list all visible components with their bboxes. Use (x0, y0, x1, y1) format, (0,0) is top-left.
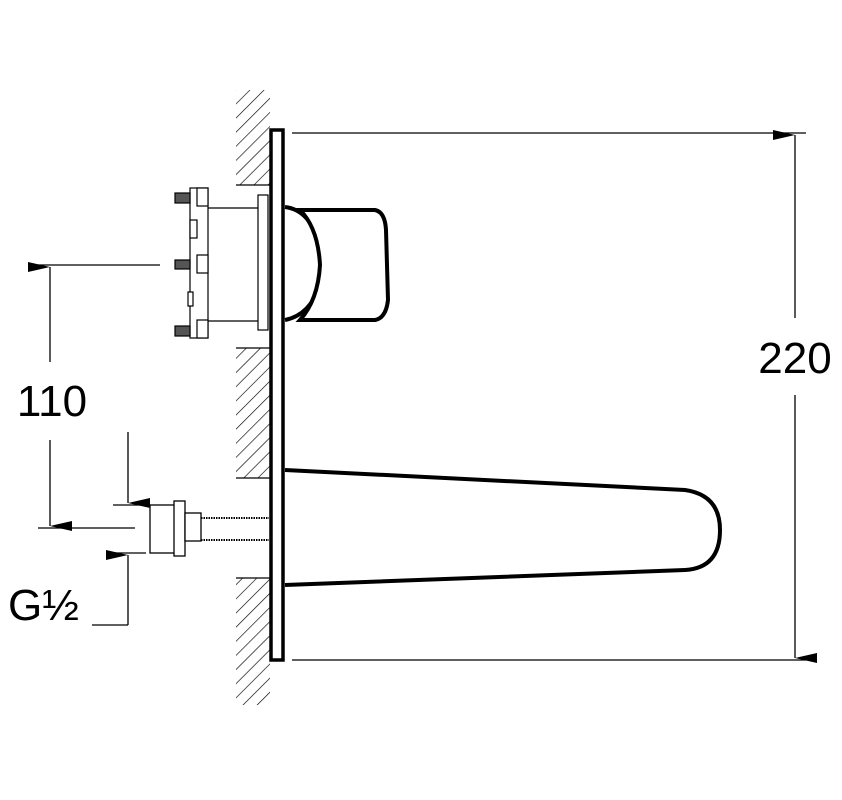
dimension-label-thread: G½ (8, 581, 79, 630)
dimension-110 (28, 262, 160, 531)
cover-plate (269, 128, 285, 662)
dimension-label-220: 220 (758, 334, 831, 383)
concealed-body (174, 187, 269, 339)
wall-section (236, 90, 270, 705)
lever-handle (284, 205, 391, 322)
inlet-fitting (149, 500, 269, 557)
dimension-thread (92, 432, 150, 626)
dimension-220 (292, 130, 817, 663)
dimension-label-110: 110 (17, 377, 87, 426)
spout (284, 468, 723, 587)
